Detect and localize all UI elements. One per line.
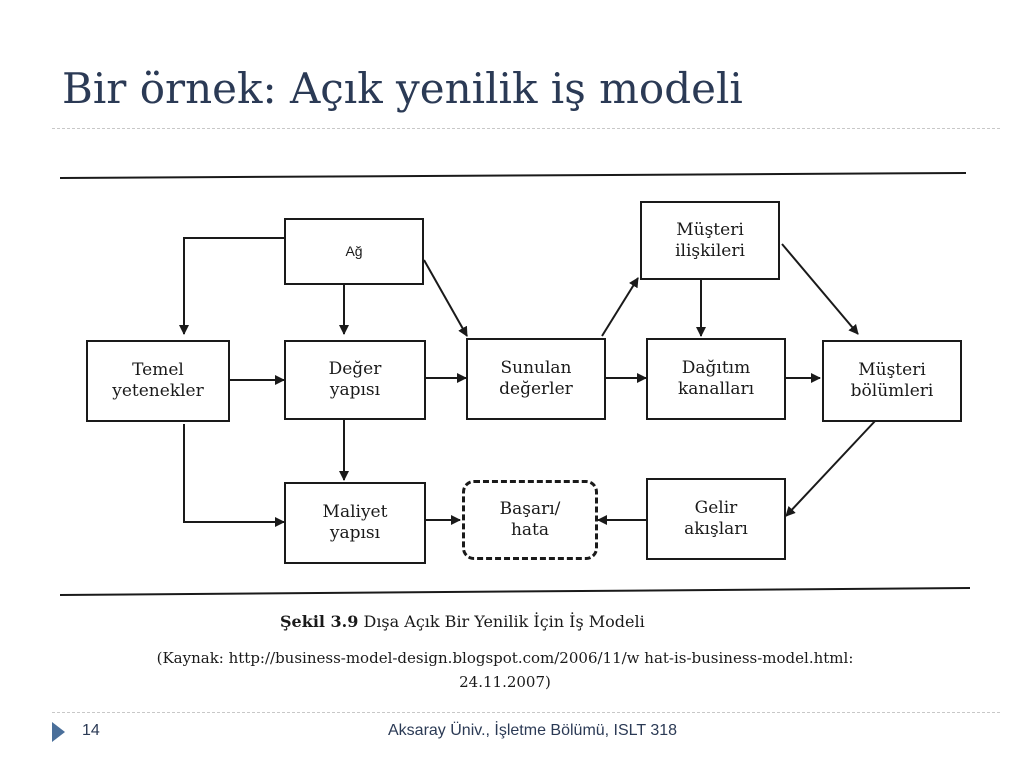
node-success-failure: Başarı/ hata — [462, 480, 598, 560]
figure-caption-label: Şekil 3.9 — [280, 612, 359, 631]
edge-core-cost — [183, 424, 285, 527]
figure-source-line2: 24.11.2007) — [459, 673, 551, 691]
node-offered-values: Sunulan değerler — [466, 338, 606, 420]
footer-divider — [52, 712, 1000, 713]
edge-segments-revenue — [785, 419, 877, 517]
figure-top-rule — [59, 172, 967, 179]
edge-offered-relations — [601, 277, 639, 337]
node-customer-relations: Müşteri ilişkileri — [640, 201, 780, 280]
node-cost-structure: Maliyet yapısı — [284, 482, 426, 564]
diagram-connectors — [59, 172, 970, 596]
node-value-structure: Değer yapısı — [284, 340, 426, 420]
slide-title: Bir örnek: Açık yenilik iş modeli — [62, 64, 743, 113]
page-number: 14 — [82, 722, 100, 739]
figure-source-line1: (Kaynak: http://business-model-design.bl… — [156, 649, 854, 667]
edge-network-core — [179, 237, 284, 335]
figure-source: (Kaynak: http://business-model-design.bl… — [62, 646, 948, 694]
node-revenue-streams: Gelir akışları — [646, 478, 786, 560]
triangle-bullet-icon — [52, 722, 65, 742]
node-customer-segments: Müşteri bölümleri — [822, 340, 962, 422]
edge-relations-segments — [781, 243, 859, 335]
figure-caption: Şekil 3.9 Dışa Açık Bir Yenilik İçin İş … — [280, 612, 645, 631]
footer-text: Aksaray Üniv., İşletme Bölümü, ISLT 318 — [388, 722, 678, 739]
figure-caption-text: Dışa Açık Bir Yenilik İçin İş Modeli — [363, 612, 645, 631]
node-distribution-channels: Dağıtım kanalları — [646, 338, 786, 420]
title-divider — [52, 128, 1000, 129]
edge-network-offered — [423, 259, 468, 337]
node-core-competencies: Temel yetenekler — [86, 340, 230, 422]
figure-bottom-rule — [59, 587, 970, 596]
node-network: Ağ — [284, 218, 424, 285]
business-model-diagram: Ağ Müşteri ilişkileri Temel yetenekler D… — [58, 168, 970, 598]
